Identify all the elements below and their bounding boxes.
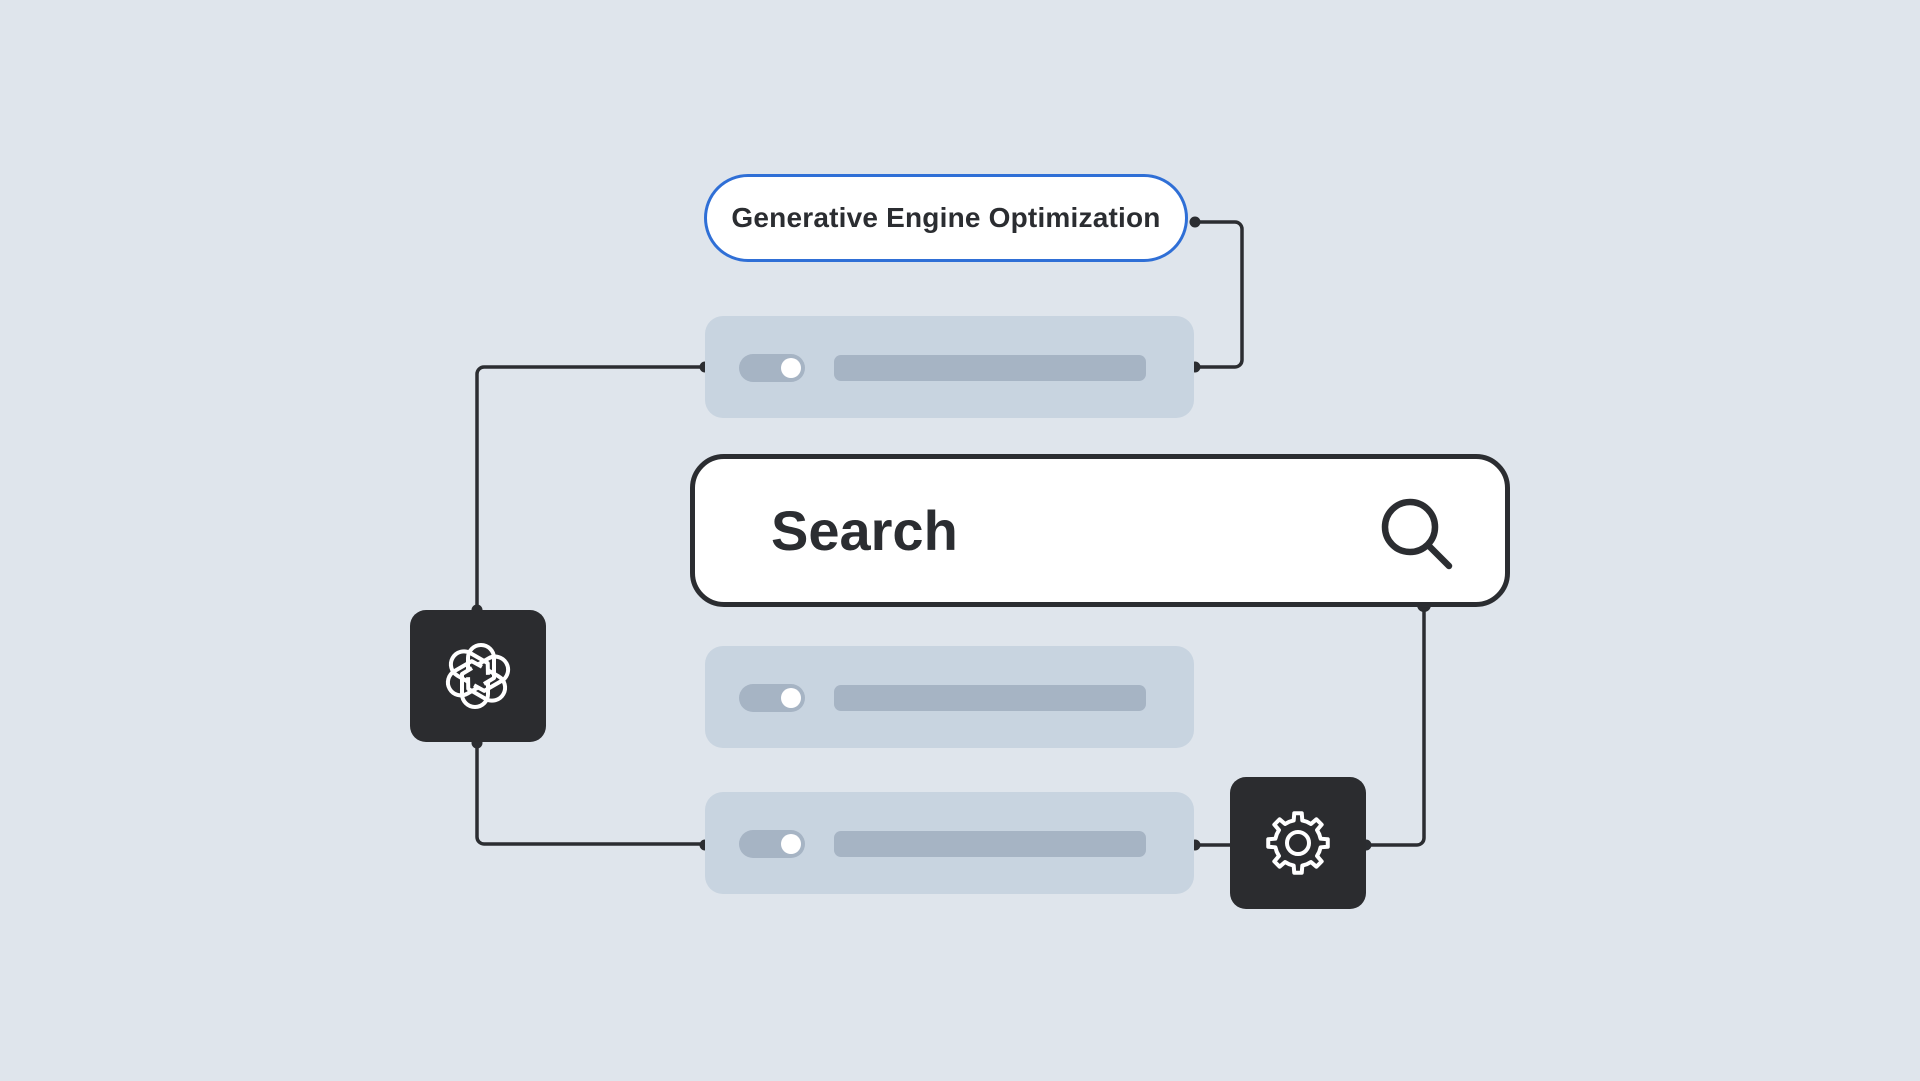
result-row-1	[705, 316, 1194, 418]
geo-label-pill: Generative Engine Optimization	[704, 174, 1188, 262]
placeholder-text-bar	[834, 355, 1146, 381]
settings-tile	[1230, 777, 1366, 909]
toggle-knob	[781, 358, 801, 378]
node-dot	[1189, 216, 1201, 228]
placeholder-text-bar	[834, 685, 1146, 711]
connector-ai-to-row3	[475, 743, 705, 846]
result-row-2	[705, 646, 1194, 748]
search-icon	[1381, 498, 1453, 570]
gear-icon	[1266, 811, 1330, 875]
connector-row1-to-ai	[475, 365, 705, 610]
toggle-knob	[781, 688, 801, 708]
toggle-switch	[739, 830, 805, 858]
ai-tile	[410, 610, 546, 742]
search-label: Search	[771, 499, 958, 562]
connector-label-to-row1	[1195, 220, 1244, 369]
result-row-3	[705, 792, 1194, 894]
search-box: Search	[690, 454, 1510, 607]
toggle-switch	[739, 354, 805, 382]
toggle-knob	[781, 834, 801, 854]
toggle-switch	[739, 684, 805, 712]
placeholder-text-bar	[834, 831, 1146, 857]
connector-gear-to-search	[1366, 605, 1426, 847]
openai-knot-icon	[445, 643, 511, 709]
